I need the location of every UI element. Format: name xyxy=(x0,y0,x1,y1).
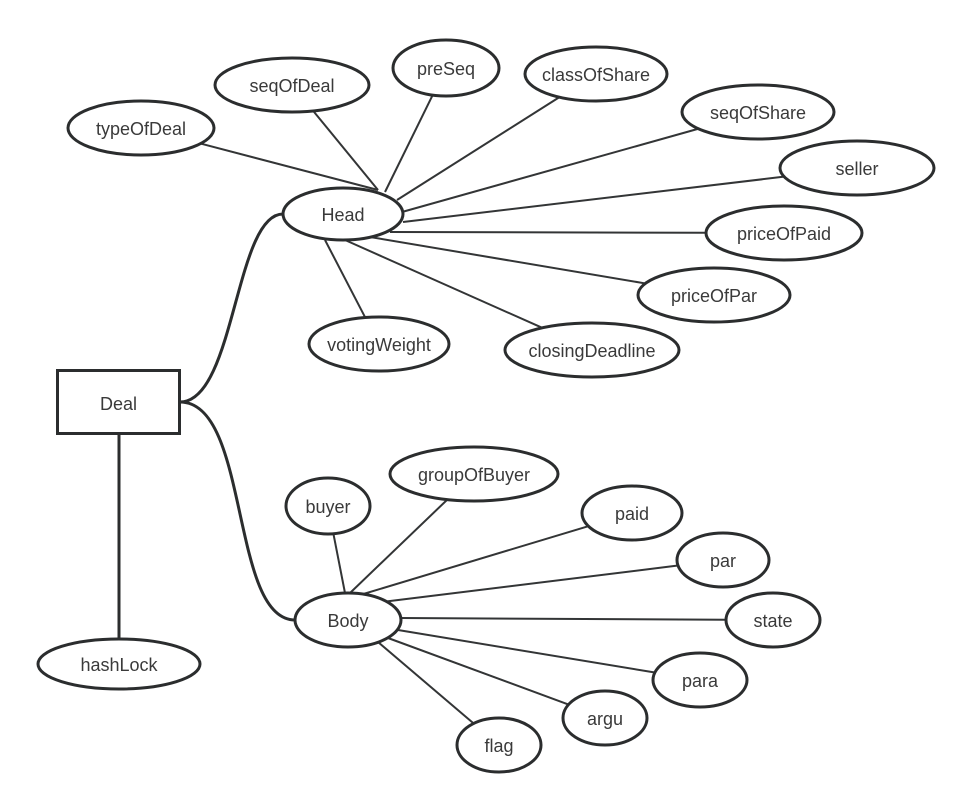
node-label-closing-deadline: closingDeadline xyxy=(528,341,655,361)
edge-deal-body xyxy=(179,400,296,622)
node-label-price-of-par: priceOfPar xyxy=(671,286,757,306)
buyer-ellipse xyxy=(284,476,372,536)
node-label-par: par xyxy=(710,551,736,571)
edge-body-paid xyxy=(359,525,589,596)
node-label-paid: paid xyxy=(615,504,649,524)
edge-body-group-of-buyer xyxy=(349,498,449,594)
node-paid[interactable]: paid xyxy=(580,484,684,542)
edges-layer xyxy=(200,94,785,725)
trunks-layer xyxy=(117,212,296,639)
node-label-head: Head xyxy=(321,205,364,225)
body-ellipse xyxy=(293,591,403,649)
node-voting-weight[interactable]: votingWeight xyxy=(307,315,451,373)
node-label-price-of-paid: priceOfPaid xyxy=(737,224,831,244)
edge-head-price-of-par xyxy=(369,236,646,285)
deal-rect xyxy=(56,369,181,435)
node-type-of-deal[interactable]: typeOfDeal xyxy=(66,99,216,157)
group-of-buyer-ellipse xyxy=(388,445,560,503)
argu-ellipse xyxy=(561,689,649,747)
head-ellipse xyxy=(281,186,405,242)
node-closing-deadline[interactable]: closingDeadline xyxy=(503,321,681,379)
flag-ellipse xyxy=(455,716,543,774)
node-hash-lock[interactable]: hashLock xyxy=(36,637,202,691)
node-buyer[interactable]: buyer xyxy=(284,476,372,536)
node-label-para: para xyxy=(682,671,719,691)
closing-deadline-ellipse xyxy=(503,321,681,379)
node-seq-of-deal[interactable]: seqOfDeal xyxy=(213,56,371,114)
paid-ellipse xyxy=(580,484,684,542)
edge-body-para xyxy=(397,629,656,674)
edge-head-closing-deadline xyxy=(344,239,543,329)
node-label-seq-of-share: seqOfShare xyxy=(710,103,806,123)
price-of-paid-ellipse xyxy=(704,204,864,262)
class-of-share-ellipse xyxy=(523,45,669,103)
pre-seq-ellipse xyxy=(391,38,501,98)
edge-head-price-of-paid xyxy=(389,231,707,234)
node-argu[interactable]: argu xyxy=(561,689,649,747)
voting-weight-ellipse xyxy=(307,315,451,373)
node-seq-of-share[interactable]: seqOfShare xyxy=(680,83,836,141)
node-state[interactable]: state xyxy=(724,591,822,649)
seq-of-deal-ellipse xyxy=(213,56,371,114)
edge-body-argu xyxy=(387,637,569,706)
node-head[interactable]: Head xyxy=(281,186,405,242)
para-ellipse xyxy=(651,651,749,709)
node-label-pre-seq: preSeq xyxy=(417,59,475,79)
price-of-par-ellipse xyxy=(636,266,792,324)
edge-head-seq-of-deal xyxy=(312,110,379,191)
seq-of-share-ellipse xyxy=(680,83,836,141)
edge-head-voting-weight xyxy=(324,239,367,318)
nodes-layer: Deal Head typeOfDeal seqOfDeal preSeq classO… xyxy=(36,38,936,774)
node-label-hash-lock: hashLock xyxy=(80,655,158,675)
node-label-buyer: buyer xyxy=(305,497,350,517)
node-price-of-par[interactable]: priceOfPar xyxy=(636,266,792,324)
edge-body-flag xyxy=(377,641,475,725)
edge-head-seller xyxy=(402,175,785,223)
node-label-argu: argu xyxy=(587,709,623,729)
edge-deal-head xyxy=(179,212,284,404)
node-label-seller: seller xyxy=(835,159,878,179)
node-body[interactable]: Body xyxy=(293,591,403,649)
edge-head-type-of-deal xyxy=(200,142,379,191)
hash-lock-ellipse xyxy=(36,637,202,691)
node-label-type-of-deal: typeOfDeal xyxy=(96,119,186,139)
node-flag[interactable]: flag xyxy=(455,716,543,774)
node-class-of-share[interactable]: classOfShare xyxy=(523,45,669,103)
node-label-seq-of-deal: seqOfDeal xyxy=(249,76,334,96)
node-label-group-of-buyer: groupOfBuyer xyxy=(418,465,530,485)
node-label-voting-weight: votingWeight xyxy=(327,335,431,355)
edge-head-seq-of-share xyxy=(401,127,699,213)
edge-body-buyer xyxy=(332,533,346,594)
node-seller[interactable]: seller xyxy=(778,139,936,197)
node-para[interactable]: para xyxy=(651,651,749,709)
node-pre-seq[interactable]: preSeq xyxy=(391,38,501,98)
node-label-state: state xyxy=(753,611,792,631)
node-label-body: Body xyxy=(327,611,368,631)
node-deal[interactable]: Deal xyxy=(56,369,181,435)
type-of-deal-ellipse xyxy=(66,99,216,157)
par-ellipse xyxy=(675,531,771,589)
edge-body-state xyxy=(400,617,727,621)
seller-ellipse xyxy=(778,139,936,197)
edge-body-par xyxy=(381,564,679,603)
node-label-class-of-share: classOfShare xyxy=(542,65,650,85)
node-label-flag: flag xyxy=(484,736,513,756)
edge-head-class-of-share xyxy=(396,96,560,201)
edge-head-pre-seq xyxy=(384,94,434,193)
node-price-of-paid[interactable]: priceOfPaid xyxy=(704,204,864,262)
node-label-deal: Deal xyxy=(100,394,137,414)
node-par[interactable]: par xyxy=(675,531,771,589)
node-group-of-buyer[interactable]: groupOfBuyer xyxy=(388,445,560,503)
state-ellipse xyxy=(724,591,822,649)
